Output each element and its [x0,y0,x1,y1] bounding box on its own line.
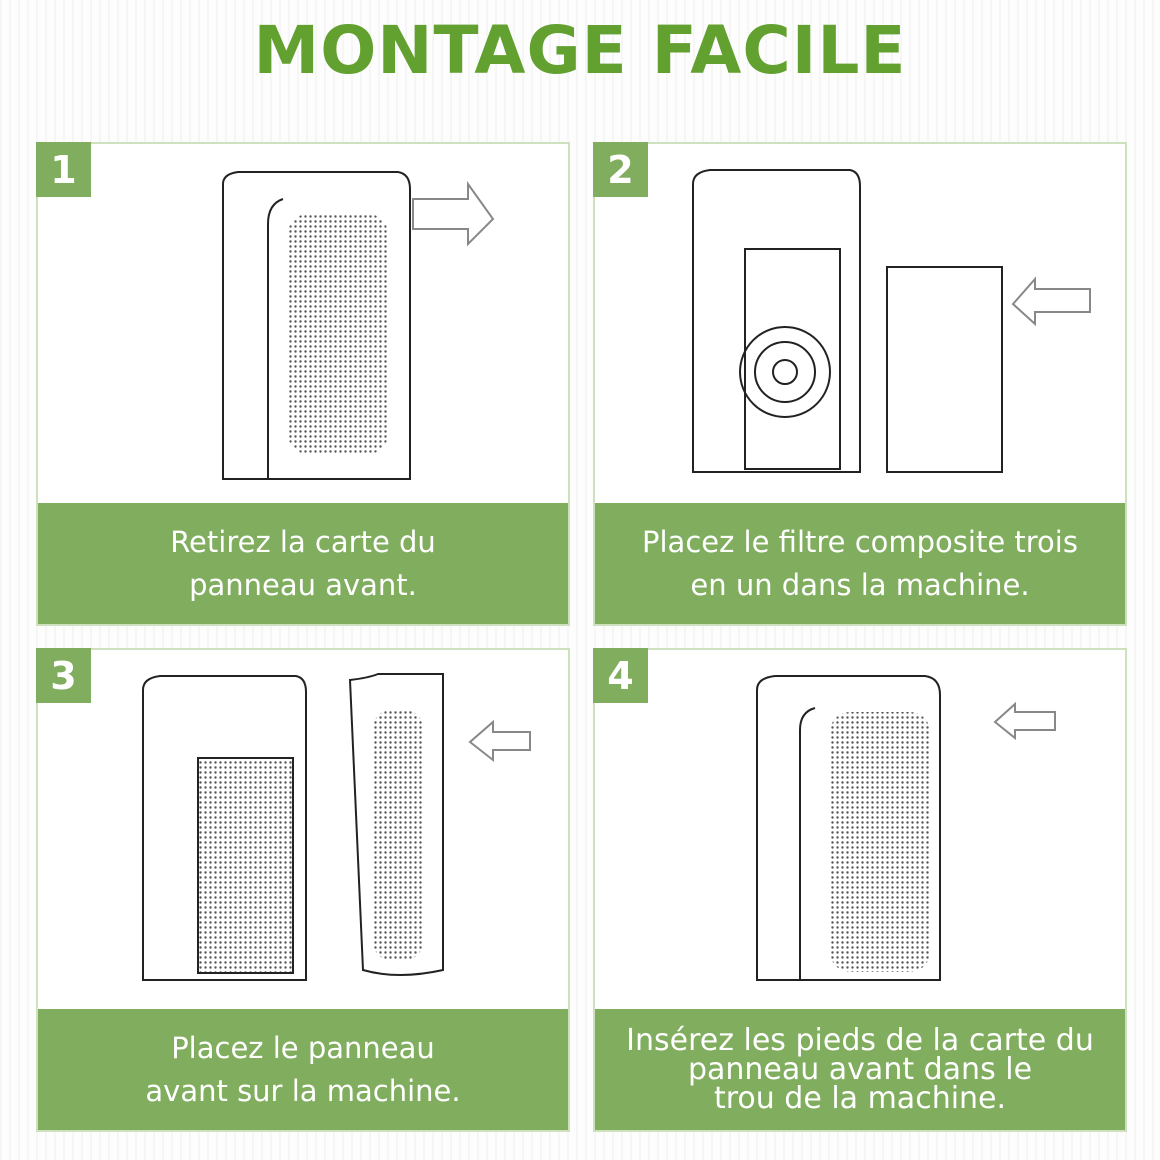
step-number: 3 [36,648,91,703]
step-caption: Insérez les pieds de la carte du panneau… [595,1009,1125,1130]
page-title: MONTAGE FACILE [253,12,907,89]
step-caption: Placez le filtre composite trois en un d… [595,503,1125,624]
step-number: 4 [593,648,648,703]
panel-placement-illustration [142,673,531,981]
step-number: 2 [593,142,648,197]
step-4-panel: 4 Insérez les pieds de la carte du panne… [593,648,1127,1132]
assembled-purifier-illustration [756,675,1056,981]
step-1-panel: 1 Retirez la carte du panneau avant. [36,142,570,626]
step-caption: Retirez la carte du panneau avant. [38,503,568,624]
purifier-front-panel-removal-illustration [222,171,495,480]
step-3-panel: 3 Placez le panneau avant sur la machine… [36,648,570,1132]
step-number: 1 [36,142,91,197]
filter-insertion-illustration [692,169,1091,473]
step-2-panel: 2 Placez le filtre composite trois en un… [593,142,1127,626]
step-caption: Placez le panneau avant sur la machine. [38,1009,568,1130]
